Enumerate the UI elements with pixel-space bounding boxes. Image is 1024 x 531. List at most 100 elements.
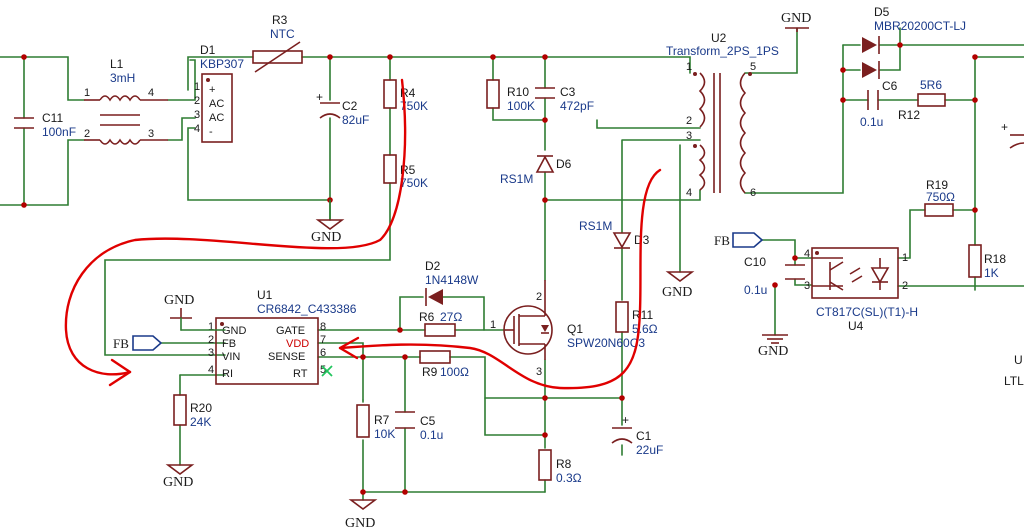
u1-pin-num-1: 1 (208, 321, 214, 333)
r11-value: 5.6Ω (632, 322, 658, 336)
diode-d6: D6 RS1M (500, 155, 572, 186)
c11-value: 100nF (42, 125, 76, 139)
edge-label-ltl: LTL (1004, 374, 1024, 388)
capacitor-c6: C6 0.1u (860, 79, 898, 129)
resistor-r8: R8 0.3Ω (538, 449, 582, 485)
c1-value: 22uF (636, 443, 663, 457)
r7-value: 10K (374, 427, 395, 441)
c3-value: 472pF (560, 99, 594, 113)
d1-pin-ac1: AC (209, 98, 224, 110)
u1-pin-vdd: VDD (286, 338, 309, 350)
q1-ref: Q1 (567, 322, 583, 336)
u1-pin-fb: FB (222, 338, 236, 350)
ground-transformer: GND (662, 271, 695, 300)
d6-ref: D6 (556, 157, 572, 171)
ground-secondary-top: GND (781, 11, 811, 32)
c2-ref: C2 (342, 99, 358, 113)
r19-ref: R19 (926, 178, 948, 192)
d2-value: 1N4148W (425, 273, 479, 287)
mosfet-q1: 1 2 3 Q1 SPW20N60C3 (490, 280, 645, 378)
u4-pin-1: 1 (902, 252, 908, 264)
resistor-r6: R6 27Ω (419, 310, 462, 337)
r20-ref: R20 (190, 401, 212, 415)
r18-ref: R18 (984, 252, 1006, 266)
u2-pin-6: 6 (750, 187, 756, 199)
d1-value: KBP307 (200, 57, 244, 71)
q1-value: SPW20N60C3 (567, 336, 645, 350)
svg-text:+: + (1001, 120, 1008, 134)
svg-text:GND: GND (164, 293, 194, 308)
r18-value: 1K (984, 266, 999, 280)
r10-value: 100K (507, 99, 535, 113)
bridge-rectifier-d1: D1 KBP307 + AC AC - 1 2 3 4 (194, 43, 244, 143)
c1-ref: C1 (636, 429, 652, 443)
r9-ref: R9 (422, 365, 438, 379)
svg-text:GND: GND (345, 516, 375, 531)
resistor-r20: R20 24K (173, 394, 212, 429)
capacitor-c3: C3 472pF (535, 85, 594, 113)
svg-text:+: + (316, 90, 323, 104)
svg-text:GND: GND (662, 285, 692, 300)
svg-text:+: + (622, 413, 629, 427)
net-label-fb-secondary: FB (714, 232, 764, 248)
ground-c10: GND (758, 334, 788, 359)
diode-d5: D5 MBR20200CT-LJ (862, 5, 966, 79)
resistor-r7: R7 10K (356, 404, 395, 441)
resistor-r4: R4 750K (383, 79, 428, 113)
capacitor-c2: + C2 82uF (316, 90, 369, 127)
r11-ref: R11 (632, 308, 653, 322)
c10-ref: C10 (744, 255, 766, 269)
wires (0, 27, 1024, 501)
r10-ref: R10 (507, 85, 529, 99)
d3-value: RS1M (579, 219, 612, 233)
capacitor-c10: C10 0.1u (744, 255, 805, 297)
u1-pin-gnd: GND (222, 325, 247, 337)
r8-ref: R8 (556, 457, 572, 471)
ground-c2: GND (311, 199, 345, 245)
r6-ref: R6 (419, 310, 435, 324)
r7-ref: R7 (374, 413, 390, 427)
diode-d3: RS1M D3 (579, 219, 650, 249)
svg-text:GND: GND (163, 475, 193, 490)
l1-ref: L1 (110, 57, 124, 71)
r5-value: 750K (400, 176, 428, 190)
fb-label-secondary: FB (714, 233, 730, 248)
q1-pin-1: 1 (490, 319, 496, 331)
u2-pin-3: 3 (686, 130, 692, 142)
d1-pin-num-3: 3 (194, 109, 200, 121)
q1-pin-2: 2 (536, 291, 542, 303)
l1-value: 3mH (110, 71, 135, 85)
d5-value: MBR20200CT-LJ (874, 19, 966, 33)
r19-value: 750Ω (926, 190, 955, 204)
u1-pin-vin: VIN (222, 351, 240, 363)
u1-pin-num-2: 2 (208, 334, 214, 346)
d1-ref: D1 (200, 43, 216, 57)
u4-ref: U4 (848, 319, 864, 333)
transformer-u2: U2 Transform_2PS_1PS 1 2 3 4 5 6 (666, 31, 779, 199)
c5-ref: C5 (420, 414, 436, 428)
red-annotation-arrow-vdd (338, 168, 662, 390)
r12-ref: R12 (898, 108, 920, 122)
u4-pin-3: 3 (804, 280, 810, 292)
d1-pin-num-1: 1 (194, 81, 200, 93)
capacitor-c1: + C1 22uF (611, 413, 663, 457)
svg-text:GND: GND (311, 230, 341, 245)
d1-pin-plus: + (209, 84, 215, 96)
optocoupler-u4: 4 3 1 2 CT817C(SL)(T1)-H U4 (804, 247, 918, 333)
d1-pin-ac2: AC (209, 112, 224, 124)
junctions (21, 42, 978, 495)
controller-u1: U1 CR6842_C433386 GND FB VIN RI GATE VDD… (208, 288, 357, 385)
r8-value: 0.3Ω (556, 471, 582, 485)
r20-value: 24K (190, 415, 211, 429)
ground-u1: GND (164, 293, 226, 331)
resistor-r18: R18 1K (968, 244, 1006, 280)
q1-pin-3: 3 (536, 366, 542, 378)
r3-ref: R3 (272, 13, 288, 27)
capacitor-c11: C11 100nF (14, 111, 76, 139)
c3-ref: C3 (560, 85, 576, 99)
u1-pin-ri: RI (222, 368, 233, 380)
r4-value: 750K (400, 99, 428, 113)
resistor-r10: R10 100K (486, 79, 535, 113)
u2-ref: U2 (711, 31, 727, 45)
inductor-l1: L1 3mH 1 2 3 4 (84, 57, 168, 145)
